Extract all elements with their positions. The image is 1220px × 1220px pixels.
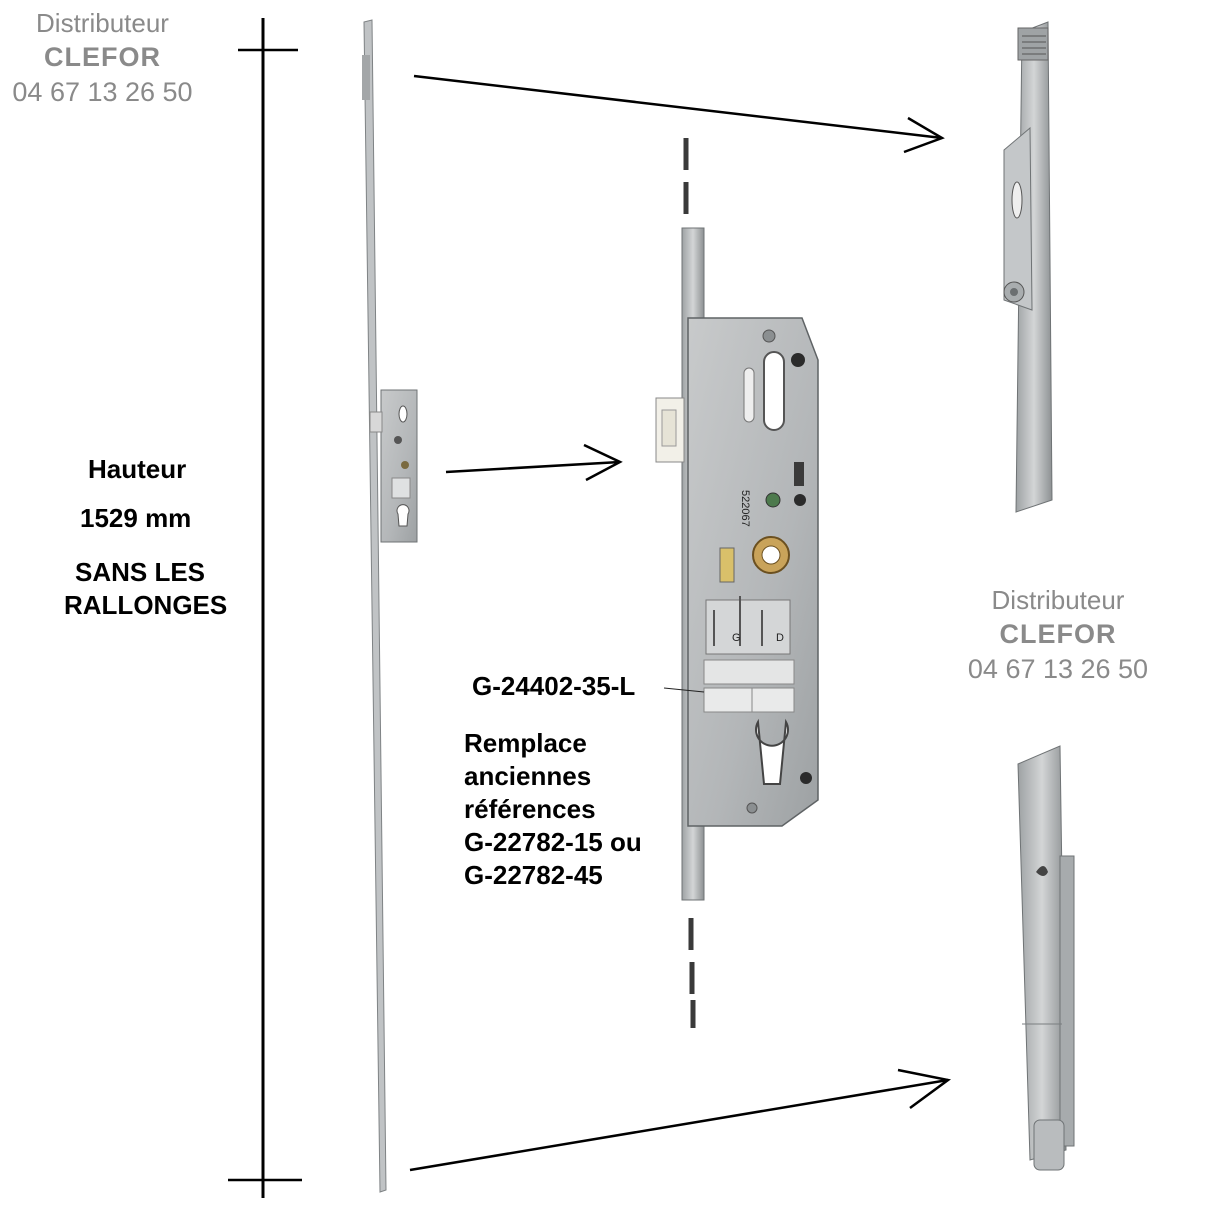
arrow-middle <box>445 443 623 482</box>
height-note-line2: RALLONGES <box>64 590 228 620</box>
arrow-top <box>413 74 945 154</box>
height-value: 1529 mm <box>80 503 192 533</box>
distributor-name: CLEFOR <box>999 619 1117 649</box>
height-title: Hauteur <box>88 454 187 484</box>
height-dimension-line <box>228 18 302 1198</box>
replaces-line: G-22782-15 ou <box>464 827 642 857</box>
top-extension-part <box>1003 21 1053 513</box>
replaces-line: références <box>464 794 596 824</box>
lock-side-g-mark: G <box>732 632 741 644</box>
replaces-references: Remplace anciennes références G-22782-15… <box>464 727 642 892</box>
arrow-bottom <box>409 1068 952 1172</box>
lock-model-number: 522067 <box>739 490 751 527</box>
lock-body <box>655 227 819 901</box>
height-note-line1: SANS LES <box>75 557 206 587</box>
distributor-label: Distributeur <box>991 585 1125 615</box>
distributor-phone: 04 67 13 26 50 <box>12 77 193 107</box>
distributor-name: CLEFOR <box>44 42 161 72</box>
rod-continuation-dashes <box>683 138 696 1028</box>
distributor-phone: 04 67 13 26 50 <box>967 654 1149 684</box>
distributor-block-top: Distributeur CLEFOR 04 67 13 26 50 <box>0 6 205 110</box>
replaces-line: anciennes <box>464 761 592 791</box>
product-reference: G-24402-35-L <box>472 671 636 701</box>
distributor-block-right: Distributeur CLEFOR 04 67 13 26 50 <box>955 583 1161 687</box>
full-lock-rod <box>362 19 418 1193</box>
distributor-label: Distributeur <box>36 8 169 38</box>
lock-side-d-mark: D <box>776 632 784 644</box>
bottom-extension-part <box>1017 745 1075 1171</box>
replaces-line: G-22782-45 <box>464 860 603 890</box>
replaces-line: Remplace <box>464 728 587 758</box>
